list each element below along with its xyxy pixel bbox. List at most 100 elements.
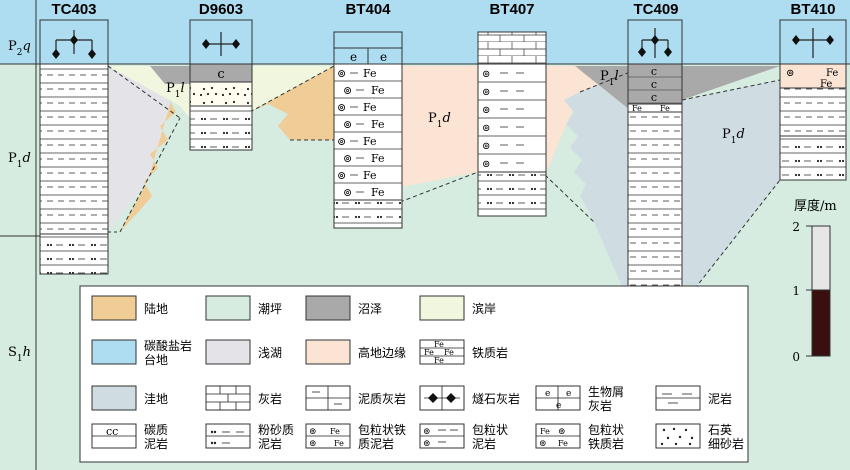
legend-item-silty-mudstone: 粉砂质泥岩: [205, 423, 294, 451]
oolite-symbol: ⊚: [343, 84, 352, 97]
svg-text:⊚: ⊚: [309, 439, 317, 449]
legend-label: 包粒状泥岩: [472, 422, 508, 451]
legend-label: 燧石灰岩: [472, 391, 520, 406]
legend-swatch: [419, 295, 465, 321]
well-title-tc409: TC409: [633, 1, 678, 18]
fe-symbol: Fe: [371, 84, 385, 97]
oolite-symbol: ⊚: [482, 87, 490, 98]
well-column-bt404: e e ⊚Fe⊚Fe⊚Fe⊚Fe⊚Fe⊚Fe⊚Fe⊚Fe: [333, 31, 403, 229]
stratum-label-s1h: S1h: [8, 345, 31, 364]
fe-symbol: Fe: [660, 104, 670, 113]
well-title-bt404: BT404: [345, 1, 391, 18]
svg-text:Fe: Fe: [558, 439, 568, 448]
legend-label: 泥岩: [708, 391, 732, 406]
svg-text:Fe: Fe: [540, 427, 550, 436]
fe-symbol: Fe: [363, 135, 377, 148]
legend-item-mudstone: 泥岩: [655, 385, 732, 411]
legend-item-highland: 高地边缘: [305, 339, 406, 365]
bioclast-symbol: e: [350, 50, 357, 64]
legend-item-limestone: 灰岩: [205, 385, 282, 411]
coal-symbol: c: [217, 67, 224, 82]
legend-item-chert-limestone: 燧石灰岩: [419, 385, 520, 411]
fe-symbol: Fe: [363, 101, 377, 114]
legend-swatch: [305, 295, 351, 321]
land-area-mid: [250, 66, 334, 140]
zone-label-p1l-left: P1l: [166, 81, 185, 100]
legend-swatch: [419, 339, 465, 365]
oolite-symbol: ⊚: [482, 105, 490, 116]
fe-symbol: Fe: [826, 68, 838, 79]
oolite-symbol: ⊚: [337, 101, 346, 114]
fe-symbol: Fe: [371, 186, 385, 199]
svg-text:⊚: ⊚: [423, 439, 431, 449]
scale-tick-0: 0: [792, 350, 800, 364]
legend-label: 铁质岩: [472, 345, 508, 360]
svg-text:⊚: ⊚: [423, 427, 431, 437]
svg-text:Fe: Fe: [434, 356, 444, 365]
legend-label: 沼泽: [358, 302, 382, 316]
depression-area: [564, 72, 630, 305]
fe-symbol: Fe: [363, 67, 377, 80]
fe-symbol: Fe: [820, 79, 832, 90]
svg-text:Fe: Fe: [434, 340, 444, 349]
oolite-symbol: ⊚: [343, 186, 352, 199]
legend-label: 潮坪: [258, 301, 282, 316]
oolite-symbol: ⊚: [482, 123, 490, 134]
well-column-d9603: c: [189, 19, 253, 151]
stratum-label-p1d: P1d: [8, 151, 31, 170]
oolite-symbol: ⊚: [343, 152, 352, 165]
well-title-bt407: BT407: [489, 1, 534, 18]
oolite-symbol: ⊚: [482, 69, 490, 80]
zone-label-p1d-mid: P1d: [428, 111, 451, 130]
oolite-symbol: ⊚: [343, 118, 352, 131]
legend-label: 浅湖: [258, 345, 282, 360]
legend-label: 滨岸: [472, 301, 496, 316]
swamp-area-right: [575, 66, 630, 110]
legend-item-lake: 浅湖: [205, 339, 282, 365]
svg-text:⊚: ⊚: [539, 439, 547, 449]
legend-label: 石英细砂岩: [708, 423, 744, 451]
legend-item-swamp: 沼泽: [305, 295, 382, 321]
svg-text:e: e: [545, 389, 550, 399]
carbonate-platform-band: [0, 0, 850, 64]
legend-swatch: [205, 295, 251, 321]
well-column-tc403: [39, 19, 109, 275]
scale-tick-1: 1: [792, 284, 800, 298]
oolite-symbol: ⊚: [337, 169, 346, 182]
depression-area-right: [682, 80, 780, 305]
legend-item-depression: 洼地: [91, 385, 168, 411]
legend-label: 碳酸盐岩台地: [144, 338, 192, 367]
zone-label-p1d-right: P1d: [722, 127, 745, 146]
legend-item-oolitic-mudstone: ⊚ ⊚ 包粒状泥岩: [419, 422, 508, 451]
land-area: [120, 70, 186, 232]
legend-item-quartz-sandstone: 石英细砂岩: [655, 423, 744, 451]
legend-item-platform: 碳酸盐岩台地: [91, 338, 192, 367]
swamp-area-right2: [682, 66, 780, 100]
oolite-symbol: ⊚: [786, 68, 794, 79]
bioclast-symbol: e: [380, 50, 387, 64]
svg-text:⊚: ⊚: [309, 427, 317, 437]
legend-swatch: [91, 295, 137, 321]
highland-margin-area-right: [545, 66, 630, 175]
legend-label: 陆地: [144, 301, 168, 316]
well-column-bt407: ⊚⊚⊚⊚⊚⊚: [477, 31, 547, 217]
zone-label-p1l-right: P1l: [600, 69, 619, 88]
oolite-symbol: ⊚: [337, 135, 346, 148]
legend-label: 粉砂质泥岩: [258, 423, 294, 451]
svg-text:cc: cc: [106, 425, 118, 438]
well-title-bt410: BT410: [790, 1, 835, 18]
legend-label: 灰岩: [258, 391, 282, 406]
legend-label: 洼地: [144, 392, 168, 406]
legend-swatch: [655, 423, 701, 449]
fe-symbol: Fe: [363, 169, 377, 182]
coal-symbol: c: [651, 65, 657, 78]
stratum-label-p2q: P2q: [8, 39, 31, 58]
coal-symbol: c: [651, 91, 657, 104]
fe-symbol: Fe: [371, 118, 385, 131]
coal-symbol: c: [651, 78, 657, 91]
legend-swatch: [91, 385, 137, 411]
